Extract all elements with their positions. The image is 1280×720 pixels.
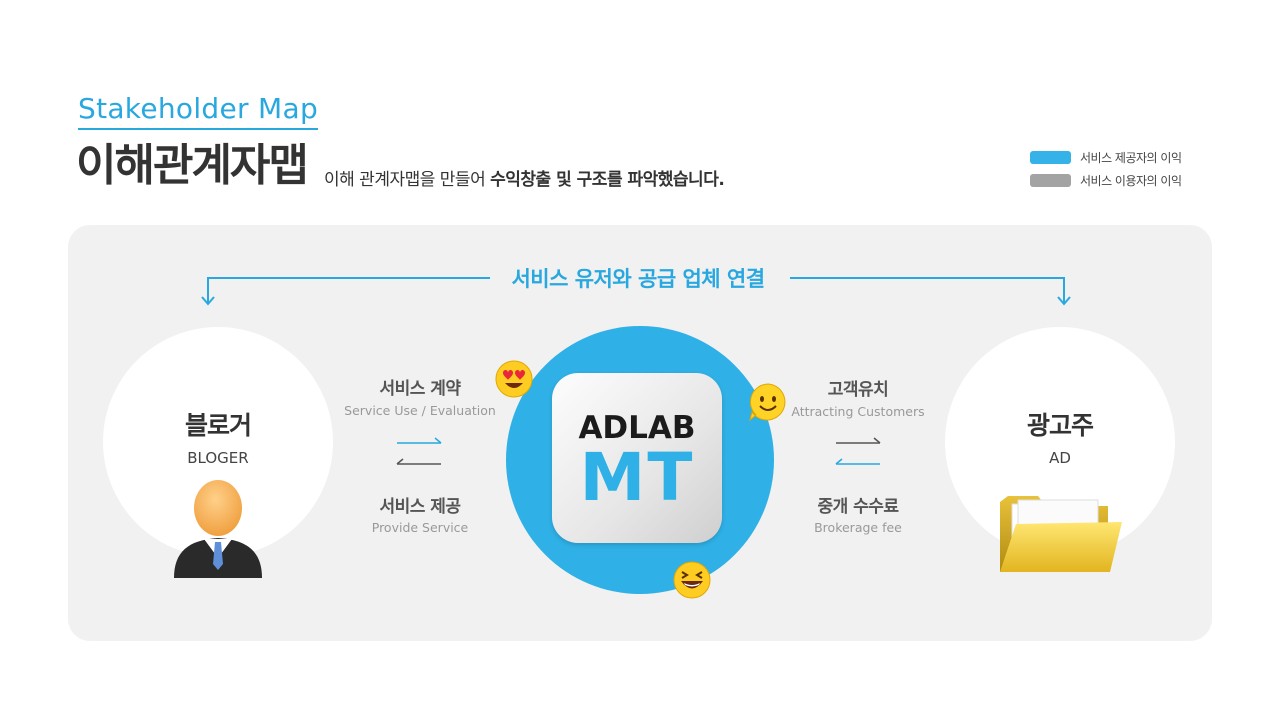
subtitle-bold: 수익창출 및 구조를 파악했습니다. (490, 170, 725, 190)
advertiser-title: 광고주 (1026, 411, 1094, 440)
bracket-right-arrowhead (1057, 296, 1071, 306)
legend-label-provider: 서비스 제공자의 이익 (1080, 151, 1182, 165)
right-flow-bottom-en: Brokerage fee (814, 520, 902, 535)
folder-icon (1000, 496, 1122, 572)
left-flow-top-en: Service Use / Evaluation (344, 403, 496, 418)
bracket-right-line (790, 277, 1065, 304)
legend: 서비스 제공자의 이익 서비스 이용자의 이익 (1030, 149, 1182, 189)
adlab-logo-card (552, 373, 722, 543)
subtitle-normal: 이해 관계자맵을 만들어 (324, 170, 491, 190)
blogger-subtitle: BLOGER (187, 449, 249, 467)
legend-item-provider: 서비스 제공자의 이익 (1030, 149, 1182, 166)
left-arrow-left-head (396, 458, 404, 465)
legend-swatch-user (1030, 174, 1071, 187)
advertiser-subtitle: AD (1049, 449, 1071, 467)
bracket-left-line (207, 277, 490, 304)
bracket-left-arrowhead (201, 296, 215, 306)
right-flow-top-ko: 고객유치 (827, 380, 889, 400)
left-flow-bottom-ko: 서비스 제공 (379, 497, 461, 517)
right-arrow-left-head (835, 458, 843, 465)
legend-label-user: 서비스 이용자의 이익 (1080, 174, 1182, 188)
left-flow-bottom-en: Provide Service (371, 520, 469, 535)
laughing-emoji-icon (673, 561, 711, 599)
right-flow-bottom-ko: 중개 수수료 (817, 497, 899, 517)
left-arrow-right-head (434, 437, 442, 444)
section-kicker: Stakeholder Map (78, 92, 319, 130)
smile-emoji-icon (749, 383, 786, 422)
legend-swatch-provider (1030, 151, 1071, 164)
left-flow-top-ko: 서비스 계약 (379, 379, 461, 399)
page-title: 이해관계자맵 (76, 140, 309, 191)
heart-eyes-emoji-icon (495, 360, 533, 398)
legend-item-user: 서비스 이용자의 이익 (1030, 172, 1182, 189)
logo-text-mt: MT (579, 439, 695, 516)
page-subtitle: 이해 관계자맵을 만들어 수익창출 및 구조를 파악했습니다. (324, 169, 725, 191)
businessman-icon (174, 480, 262, 578)
right-arrow-right-head (873, 437, 881, 444)
logo-text-adlab: ADLAB (578, 410, 696, 446)
connection-label: 서비스 유저와 공급 업체 연결 (490, 264, 786, 294)
blogger-title: 블로거 (184, 411, 252, 440)
right-flow-top-en: Attracting Customers (791, 404, 925, 419)
